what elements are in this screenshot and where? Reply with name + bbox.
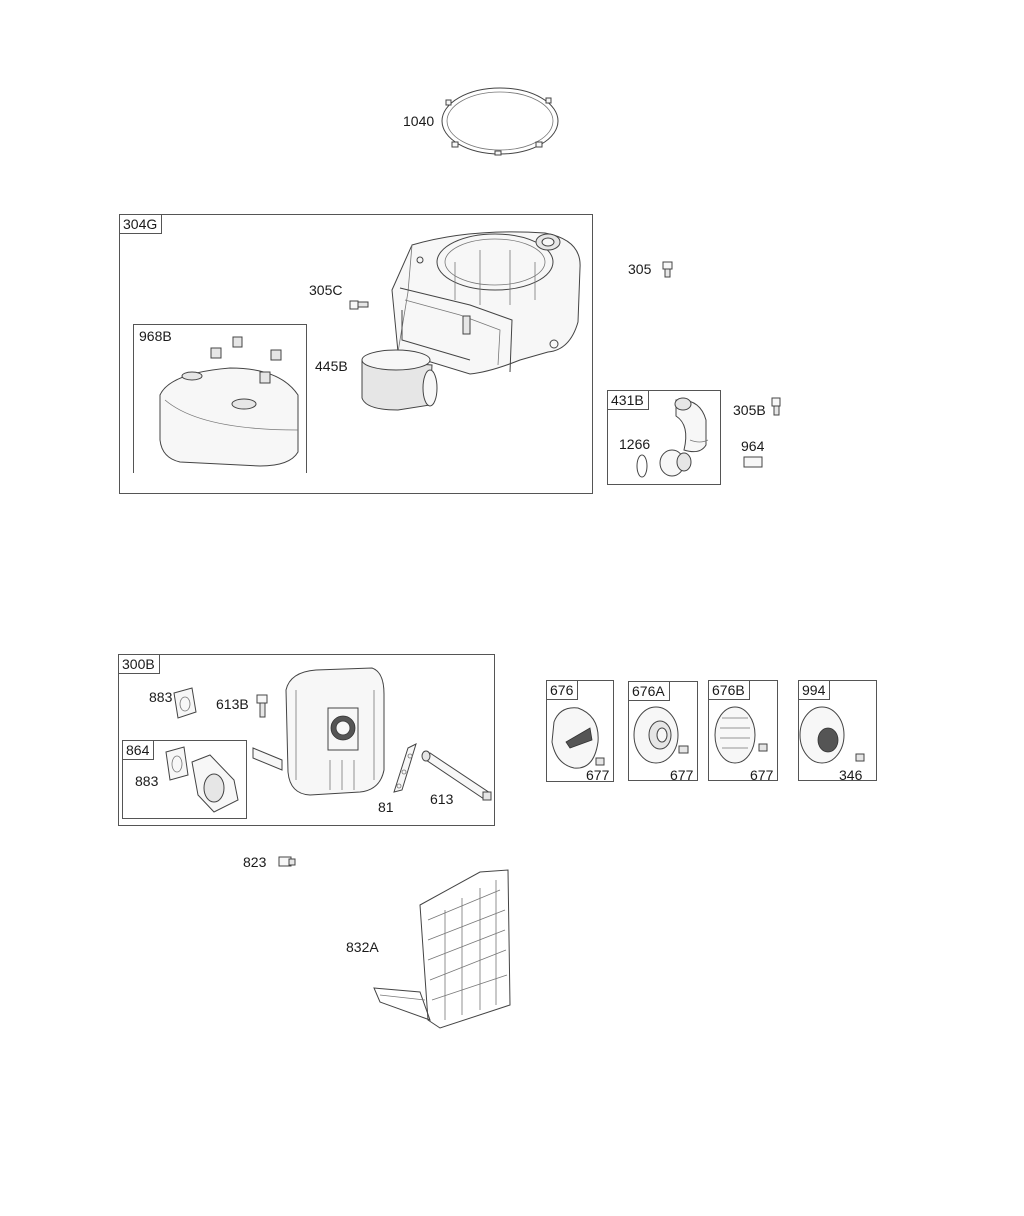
part-label-305c: 305C [309, 282, 343, 298]
air-filter-445b [361, 349, 438, 411]
part-label-968b: 968B [139, 328, 172, 344]
sleeve-964 [743, 456, 763, 468]
kit-box-431b: 431B [607, 390, 721, 485]
guard-frame-832a [373, 869, 511, 1029]
kit-box-676b: 676B [708, 680, 778, 781]
kit-label-304g: 304G [120, 215, 163, 234]
part-label-613: 613 [430, 791, 454, 807]
kit-box-968b [133, 324, 307, 473]
kit-label-431b: 431B [608, 391, 649, 410]
part-label-1040: 1040 [403, 113, 435, 129]
part-label-677-b: 677 [670, 767, 694, 783]
kit-label-864: 864 [123, 741, 155, 760]
part-label-883-top: 883 [149, 689, 173, 705]
kit-box-676a: 676A [628, 681, 698, 781]
part-label-305b: 305B [733, 402, 766, 418]
kit-label-676b: 676B [709, 681, 750, 700]
kit-box-864: 864 [122, 740, 247, 819]
part-label-1266: 1266 [619, 436, 651, 452]
gasket-883-top [173, 687, 197, 719]
kit-label-676: 676 [547, 681, 579, 700]
kit-box-300b: 300B [118, 654, 495, 826]
kit-box-994: 994 [798, 680, 877, 781]
deflector-676b [714, 706, 768, 764]
gasket-kit-864-parts [165, 746, 239, 813]
part-label-613b: 613B [216, 696, 249, 712]
blower-housing-304g [391, 231, 581, 375]
screw-305b [771, 397, 781, 416]
bracket-81 [393, 743, 417, 793]
part-label-81: 81 [378, 799, 394, 815]
part-label-883-bottom: 883 [135, 773, 159, 789]
part-label-823: 823 [243, 854, 267, 870]
kit-label-676a: 676A [629, 682, 670, 701]
muffler-300b [252, 667, 385, 796]
part-label-677-c: 677 [750, 767, 774, 783]
bolt-613 [421, 750, 492, 801]
screw-613b [256, 694, 268, 718]
deflector-676a [633, 706, 689, 764]
kit-label-994: 994 [799, 681, 831, 700]
kit-label-300b: 300B [119, 655, 160, 674]
part-label-832a: 832A [346, 939, 379, 955]
screw-305c [349, 300, 369, 310]
part-label-964: 964 [741, 438, 765, 454]
cover-968b [159, 336, 299, 467]
ring-gasket-1040 [441, 87, 559, 156]
kit-box-304g: 304G [119, 214, 593, 494]
spark-arrestor-994 [799, 706, 865, 764]
deflector-676 [551, 707, 605, 769]
screw-305 [662, 261, 673, 278]
kit-box-676: 676 [546, 680, 614, 782]
part-label-305: 305 [628, 261, 652, 277]
elbow-kit-431b [636, 397, 709, 478]
part-label-677-a: 677 [586, 767, 610, 783]
fitting-823 [278, 856, 296, 867]
part-label-346: 346 [839, 767, 863, 783]
part-label-445b: 445B [315, 358, 348, 374]
